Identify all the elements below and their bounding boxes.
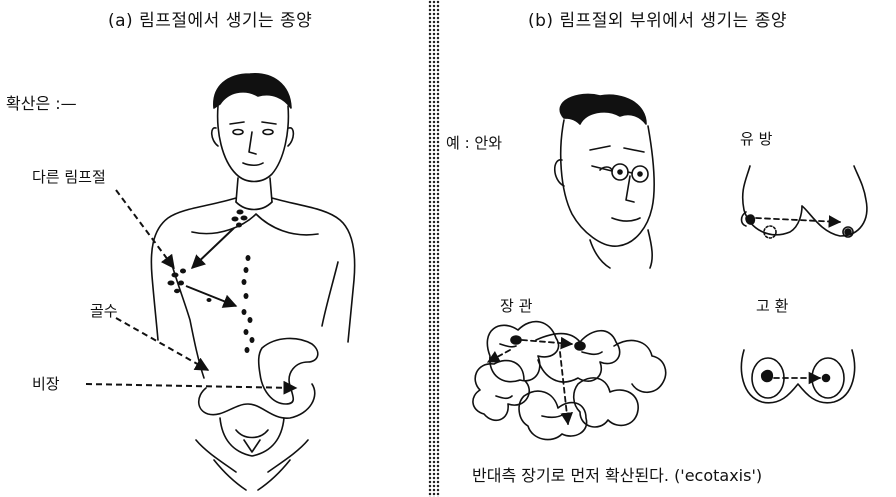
intestine-figure (473, 322, 666, 440)
head (218, 106, 289, 182)
dotted-divider (428, 0, 440, 497)
face-orbit-figure (555, 94, 654, 268)
lymph-node-dots (168, 210, 255, 354)
arrow-intestine-2 (560, 352, 568, 424)
breasts-figure (742, 166, 867, 238)
hair (214, 74, 291, 108)
panel-extranodal-tumor: (b) 림프절외 부위에서 생기는 종양 예 : 안와 유 방 장 관 고 환 … (440, 0, 896, 497)
arrow-label-bone (116, 318, 208, 370)
panel-nodal-tumor: (a) 림프절에서 생기는 종양 확산은 :— 다른 림프절 골수 비장 (0, 0, 428, 497)
testes-figure (741, 350, 854, 403)
arrow-axilla-to-chest (186, 286, 236, 306)
arrow-intestine-1 (522, 340, 572, 344)
pelvis (199, 384, 315, 418)
arrow-label-lymph (116, 190, 174, 268)
human-torso-figure (0, 0, 428, 497)
organ-figures (440, 0, 896, 497)
torso-outline (151, 198, 236, 340)
spleen-shape (259, 338, 318, 404)
